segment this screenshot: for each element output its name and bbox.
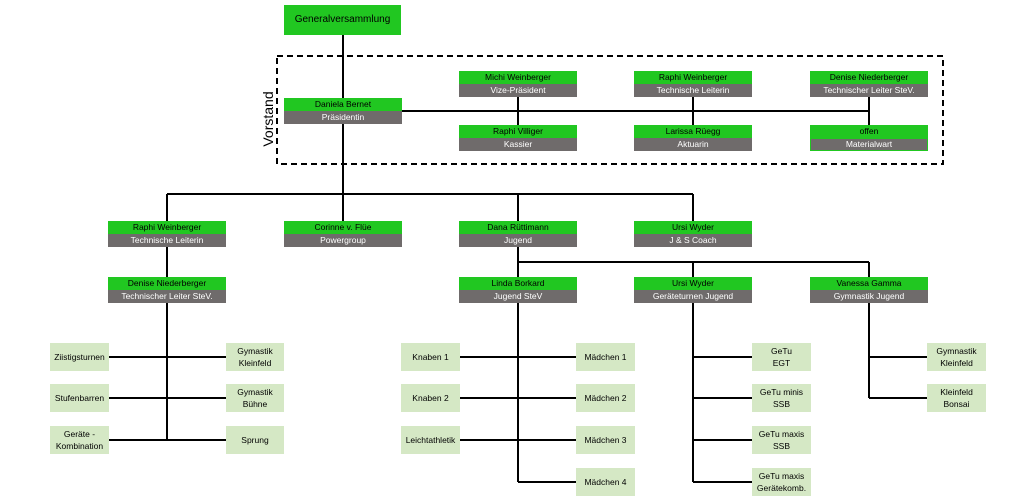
- node-technische-leiterin: Raphi Weinberger Technische Leiterin: [108, 221, 226, 247]
- node-vize-president: Michi Weinberger Vize-Präsident: [459, 71, 577, 97]
- node-role: Jugend: [459, 234, 577, 247]
- node-aktuarin: Larissa Rüegg Aktuarin: [634, 125, 752, 151]
- node-kassier: Raphi Villiger Kassier: [459, 125, 577, 151]
- node-name: Denise Niederberger: [810, 71, 928, 84]
- node-name: Raphi Weinberger: [634, 71, 752, 84]
- node-jugend-stev: Linda Borkard Jugend SteV: [459, 277, 577, 303]
- group-getu-egt: GeTu EGT: [752, 343, 811, 371]
- node-name: offen: [810, 125, 928, 138]
- group-ziistigsturnen: Ziistigsturnen: [50, 343, 109, 371]
- node-name: Michi Weinberger: [459, 71, 577, 84]
- group-knaben-1: Knaben 1: [401, 343, 460, 371]
- group-kleinfeld-bonsai: Kleinfeld Bonsai: [927, 384, 986, 412]
- node-president: Daniela Bernet Präsidentin: [284, 98, 402, 124]
- group-gymastik-kleinfeld: Gymastik Kleinfeld: [226, 343, 284, 371]
- group-sprung: Sprung: [226, 426, 284, 454]
- node-role: Materialwart: [810, 138, 928, 151]
- group-gymnastik-kleinfeld: Gymnastik Kleinfeld: [927, 343, 986, 371]
- node-role: Technischer Leiter SteV.: [108, 290, 226, 303]
- node-jugend: Dana Rüttimann Jugend: [459, 221, 577, 247]
- node-geraeteturnen-jugend: Ursi Wyder Geräteturnen Jugend: [634, 277, 752, 303]
- node-role: Kassier: [459, 138, 577, 151]
- node-name: Ursi Wyder: [634, 221, 752, 234]
- group-getu-minis-ssb: GeTu minis SSB: [752, 384, 811, 412]
- group-maedchen-2: Mädchen 2: [576, 384, 635, 412]
- node-role: Gymnastik Jugend: [810, 290, 928, 303]
- node-technischer-leiter-stev-board: Denise Niederberger Technischer Leiter S…: [810, 71, 928, 97]
- node-role: Präsidentin: [284, 111, 402, 124]
- group-maedchen-3: Mädchen 3: [576, 426, 635, 454]
- group-geraete-kombination: Geräte - Kombination: [50, 426, 109, 454]
- group-getu-maxis-geraetekomb: GeTu maxis Gerätekomb.: [752, 468, 811, 496]
- node-name: Dana Rüttimann: [459, 221, 577, 234]
- node-name: Vanessa Gamma: [810, 277, 928, 290]
- node-role: Geräteturnen Jugend: [634, 290, 752, 303]
- group-gymastik-buehne: Gymastik Bühne: [226, 384, 284, 412]
- node-powergroup: Corinne v. Flüe Powergroup: [284, 221, 402, 247]
- node-name: Daniela Bernet: [284, 98, 402, 111]
- node-name: Linda Borkard: [459, 277, 577, 290]
- vorstand-label: Vorstand: [260, 91, 276, 147]
- group-getu-maxis-ssb: GeTu maxis SSB: [752, 426, 811, 454]
- node-generalversammlung: Generalversammlung: [284, 5, 401, 35]
- node-technischer-leiter-stev: Denise Niederberger Technischer Leiter S…: [108, 277, 226, 303]
- node-name: Denise Niederberger: [108, 277, 226, 290]
- node-name: Ursi Wyder: [634, 277, 752, 290]
- node-js-coach: Ursi Wyder J & S Coach: [634, 221, 752, 247]
- group-maedchen-1: Mädchen 1: [576, 343, 635, 371]
- group-maedchen-4: Mädchen 4: [576, 468, 635, 496]
- group-stufenbarren: Stufenbarren: [50, 384, 109, 412]
- node-role: Technische Leiterin: [108, 234, 226, 247]
- node-materialwart: offen Materialwart: [810, 125, 928, 151]
- node-role: Technische Leiterin: [634, 84, 752, 97]
- node-name: Larissa Rüegg: [634, 125, 752, 138]
- node-name: Raphi Villiger: [459, 125, 577, 138]
- node-name: Raphi Weinberger: [108, 221, 226, 234]
- node-role: Aktuarin: [634, 138, 752, 151]
- node-technische-leiterin-board: Raphi Weinberger Technische Leiterin: [634, 71, 752, 97]
- vorstand-box: [276, 55, 944, 165]
- node-gymnastik-jugend: Vanessa Gamma Gymnastik Jugend: [810, 277, 928, 303]
- node-role: J & S Coach: [634, 234, 752, 247]
- node-role: Jugend SteV: [459, 290, 577, 303]
- group-knaben-2: Knaben 2: [401, 384, 460, 412]
- node-role: Powergroup: [284, 234, 402, 247]
- node-role: Vize-Präsident: [459, 84, 577, 97]
- group-leichtathletik: Leichtathletik: [401, 426, 460, 454]
- node-name: Corinne v. Flüe: [284, 221, 402, 234]
- node-role: Technischer Leiter SteV.: [810, 84, 928, 97]
